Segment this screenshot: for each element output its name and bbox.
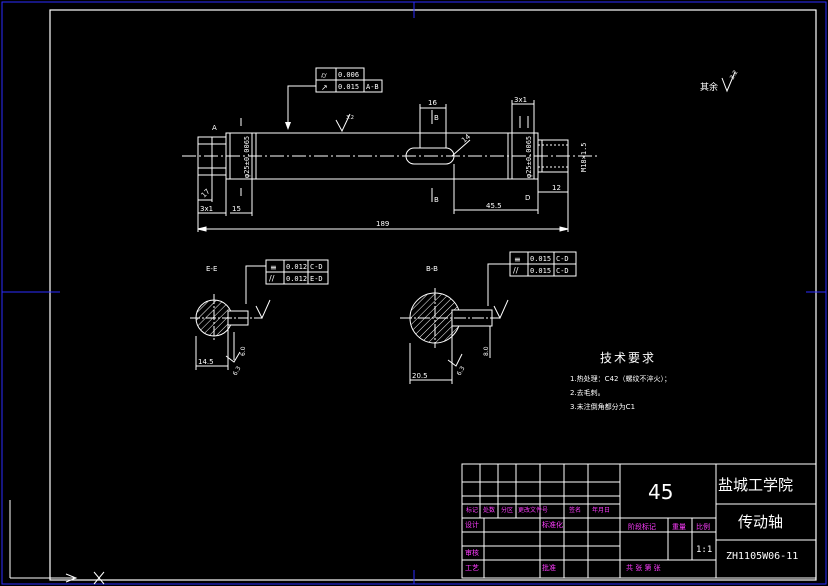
- tb-standardize: 标准化: [542, 520, 563, 529]
- section-b-roughness: 6.3: [456, 365, 467, 377]
- section-b-title: B-B: [426, 265, 438, 273]
- tb-designer: 设计: [465, 520, 479, 529]
- roughness-other-value: 3.2: [729, 69, 740, 81]
- tb-col-change: 更改文件号: [518, 506, 548, 514]
- section-b-view: [400, 288, 509, 384]
- dim-12-label: 12: [552, 184, 561, 192]
- tb-weight: 重量: [672, 523, 686, 531]
- section-e-view: [190, 294, 271, 370]
- tb-col-zone: 分区: [501, 506, 513, 514]
- svg-text:≡: ≡: [514, 255, 521, 264]
- tb-drawing-no: ZH1105W06-11: [726, 551, 798, 562]
- section-b-tolerance: ≡ 0.015 C-D // 0.015 C-D: [487, 251, 577, 306]
- tech-req-item-2: 2.去毛刺。: [570, 388, 605, 397]
- dim-189-label: 189: [376, 220, 389, 228]
- tb-school: 盐城工学院: [718, 476, 793, 494]
- tb-approve: 批准: [542, 563, 556, 572]
- roughness-other-symbol: [721, 71, 736, 93]
- section-mark-b-top: B: [434, 114, 439, 122]
- datum-a-label: A: [212, 124, 217, 132]
- svg-text:0.015: 0.015: [530, 255, 551, 263]
- svg-text:C-D: C-D: [556, 267, 569, 275]
- tech-req-item-3: 3.未注倒角都分为C1: [570, 402, 635, 411]
- keyway-leader: [451, 139, 471, 157]
- section-e-tolerance: ≡ 0.012 C-D // 0.012 E-D: [245, 259, 329, 304]
- tb-material: 45: [648, 480, 673, 504]
- dim-45-5-label: 45.5: [486, 202, 502, 210]
- tb-scale-label: 比例: [696, 522, 710, 531]
- tolerance-frame-main: ⌭ 0.006 ↗ 0.015 A-B: [285, 67, 383, 130]
- tb-scale: 1:1: [696, 545, 712, 555]
- dim-thread: M18×1.5: [580, 142, 588, 172]
- roughness-other-label: 其余: [700, 81, 718, 93]
- tb-col-count: 处数: [483, 506, 495, 514]
- svg-text:0.015: 0.015: [338, 83, 359, 91]
- tb-stage-mark: 阶段标记: [628, 522, 656, 531]
- title-block: [461, 463, 817, 579]
- svg-text:C-D: C-D: [310, 263, 323, 271]
- datum-d-label: D: [525, 194, 530, 202]
- section-e-title: E-E: [206, 265, 217, 273]
- tb-part-name: 传动轴: [738, 513, 783, 531]
- tb-col-date: 年月日: [592, 506, 610, 514]
- svg-text://: //: [513, 266, 519, 275]
- tech-req-item-1: 1.热处理：C42（螺纹不淬火）；: [570, 374, 671, 383]
- svg-text:⌭: ⌭: [321, 71, 327, 80]
- svg-text:0.015: 0.015: [530, 267, 551, 275]
- section-mark-b-bottom: B: [434, 196, 439, 204]
- section-e-width: 14.5: [198, 358, 214, 366]
- inner-frame: [49, 9, 817, 581]
- svg-text:C-D: C-D: [556, 255, 569, 263]
- dim-left-diameter: φ25±0.0065: [243, 136, 251, 178]
- svg-text:E-D: E-D: [310, 275, 323, 283]
- roughness-mark-body: [335, 113, 351, 133]
- svg-text://: //: [269, 274, 275, 283]
- dim-16: [419, 104, 447, 148]
- svg-text:↗: ↗: [321, 83, 328, 92]
- svg-text:A-B: A-B: [366, 83, 379, 91]
- svg-text:0.012: 0.012: [286, 263, 307, 271]
- svg-text:0.006: 0.006: [338, 71, 359, 79]
- tb-col-sign: 签名: [569, 506, 581, 514]
- roughness-mark-body-value: 3.2: [346, 115, 354, 121]
- section-b-width: 20.5: [412, 372, 428, 380]
- section-e-depth: 6.0: [240, 346, 247, 356]
- shaft-main-view: [182, 110, 600, 202]
- tech-req-title: 技术要求: [600, 351, 656, 365]
- dim-16-label: 16: [428, 99, 437, 107]
- dim-right-diameter: φ25±0.0065: [525, 136, 533, 178]
- tb-process: 工艺: [465, 564, 479, 572]
- section-b-depth: 8.0: [483, 346, 490, 356]
- svg-text:≡: ≡: [270, 263, 277, 272]
- dim-15: 15: [232, 205, 241, 213]
- tb-col-mark: 标记: [466, 506, 478, 514]
- dim-3x1-left: 3x1: [200, 205, 213, 213]
- dim-45-5: [453, 164, 539, 214]
- dim-3x1-right-label: 3x1: [514, 96, 527, 104]
- dim-3x1-right: [511, 100, 535, 133]
- dim-left-end: [198, 175, 253, 216]
- dim-189: [197, 172, 569, 232]
- tb-review: 审核: [465, 548, 479, 557]
- dim-keyway-radius: 14: [460, 132, 472, 144]
- svg-text:0.012: 0.012: [286, 275, 307, 283]
- dim-17: 17: [200, 187, 212, 199]
- tb-sheet-info: 共 张 第 张: [626, 563, 661, 572]
- ucs-axis-icon: [9, 500, 105, 585]
- section-e-roughness: 6.3: [232, 365, 243, 377]
